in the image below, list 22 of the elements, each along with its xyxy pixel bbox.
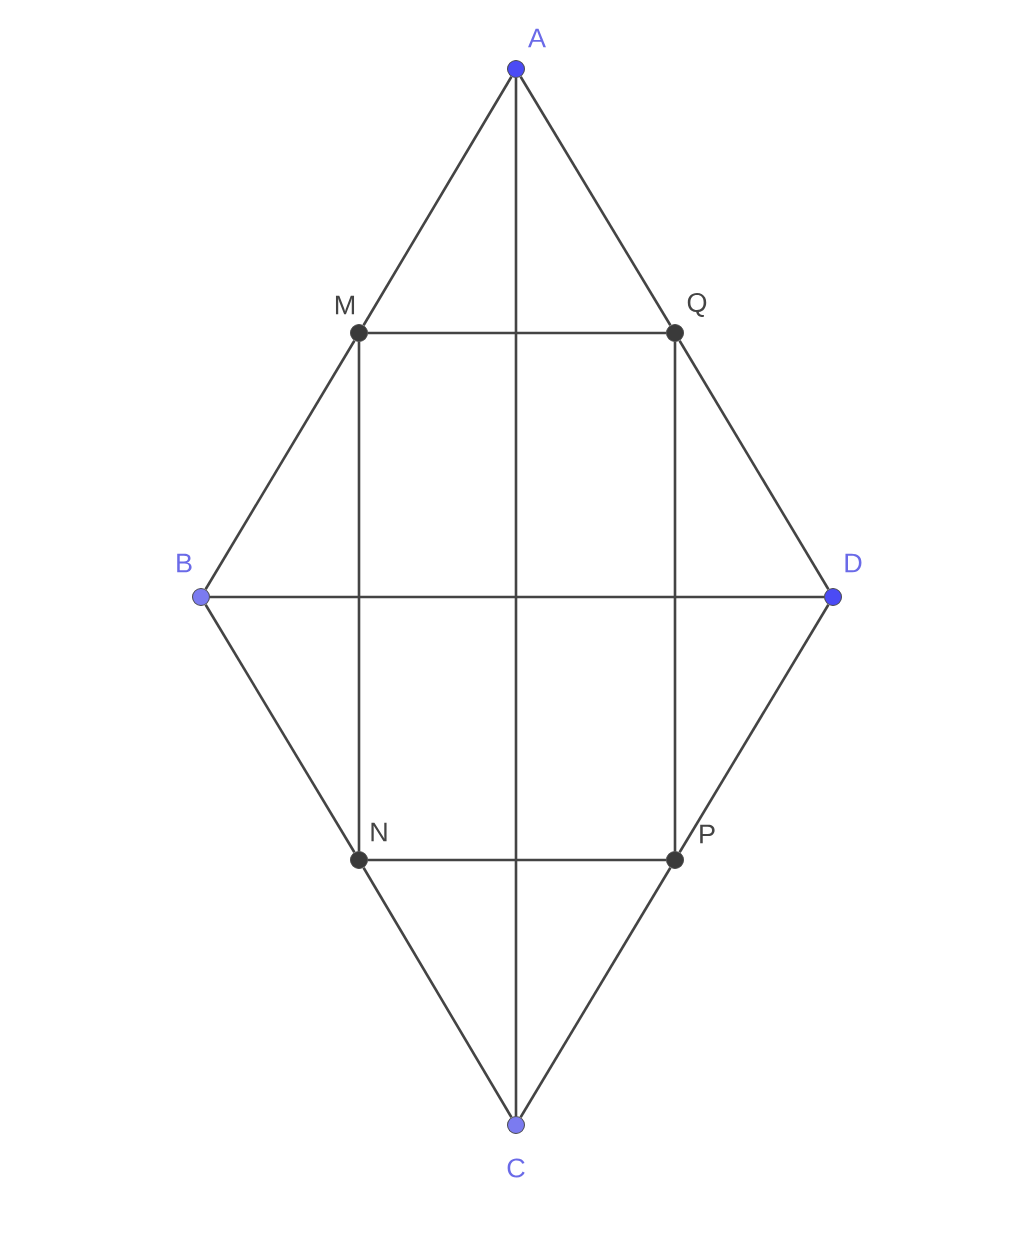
point-label: Q	[687, 293, 707, 317]
line-segment	[678, 604, 830, 853]
point-label: B	[177, 553, 192, 573]
line-segment	[519, 76, 672, 326]
point-label: M	[335, 295, 355, 315]
line-segment	[204, 604, 356, 853]
line-segment	[362, 867, 513, 1118]
line-segment	[519, 867, 672, 1118]
point-label: N	[371, 822, 387, 842]
point-label: D	[845, 553, 862, 573]
line-segment	[210, 595, 824, 599]
line-segment	[673, 342, 677, 851]
line-segment	[204, 340, 356, 590]
line-segment	[678, 340, 830, 590]
point-label: A	[528, 28, 546, 48]
line-segment	[362, 76, 513, 326]
point-label: C	[507, 1158, 525, 1178]
line-segment	[368, 858, 666, 862]
line-segment	[514, 78, 518, 1116]
line-segment	[357, 342, 361, 851]
line-segment	[368, 331, 666, 335]
point-label: P	[700, 824, 715, 844]
